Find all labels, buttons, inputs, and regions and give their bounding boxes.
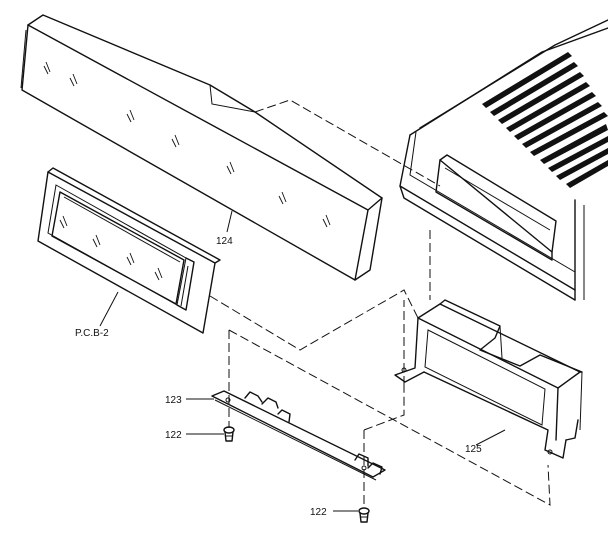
display-window-pcb2 — [37, 167, 221, 334]
bracket-frame-125 — [394, 299, 583, 459]
label-pcb2: P.C.B-2 — [75, 328, 109, 339]
metal-strip-123 — [211, 390, 386, 481]
label-123: 123 — [165, 395, 182, 406]
label-124: 124 — [216, 236, 233, 247]
label-122-upper: 122 — [165, 430, 182, 441]
label-122-lower: 122 — [310, 507, 327, 518]
glass-reflection-marks-124 — [43, 61, 331, 228]
front-bezel-panel-124 — [20, 14, 383, 281]
alignment-lines — [209, 99, 551, 508]
screw-122-upper — [223, 426, 235, 442]
screw-122-lower — [358, 507, 370, 523]
main-unit-housing — [399, 19, 608, 301]
leader-lines — [99, 210, 506, 512]
label-125: 125 — [465, 444, 482, 455]
glass-reflection-marks-pcb2 — [59, 215, 163, 281]
vent-slots — [482, 52, 608, 188]
